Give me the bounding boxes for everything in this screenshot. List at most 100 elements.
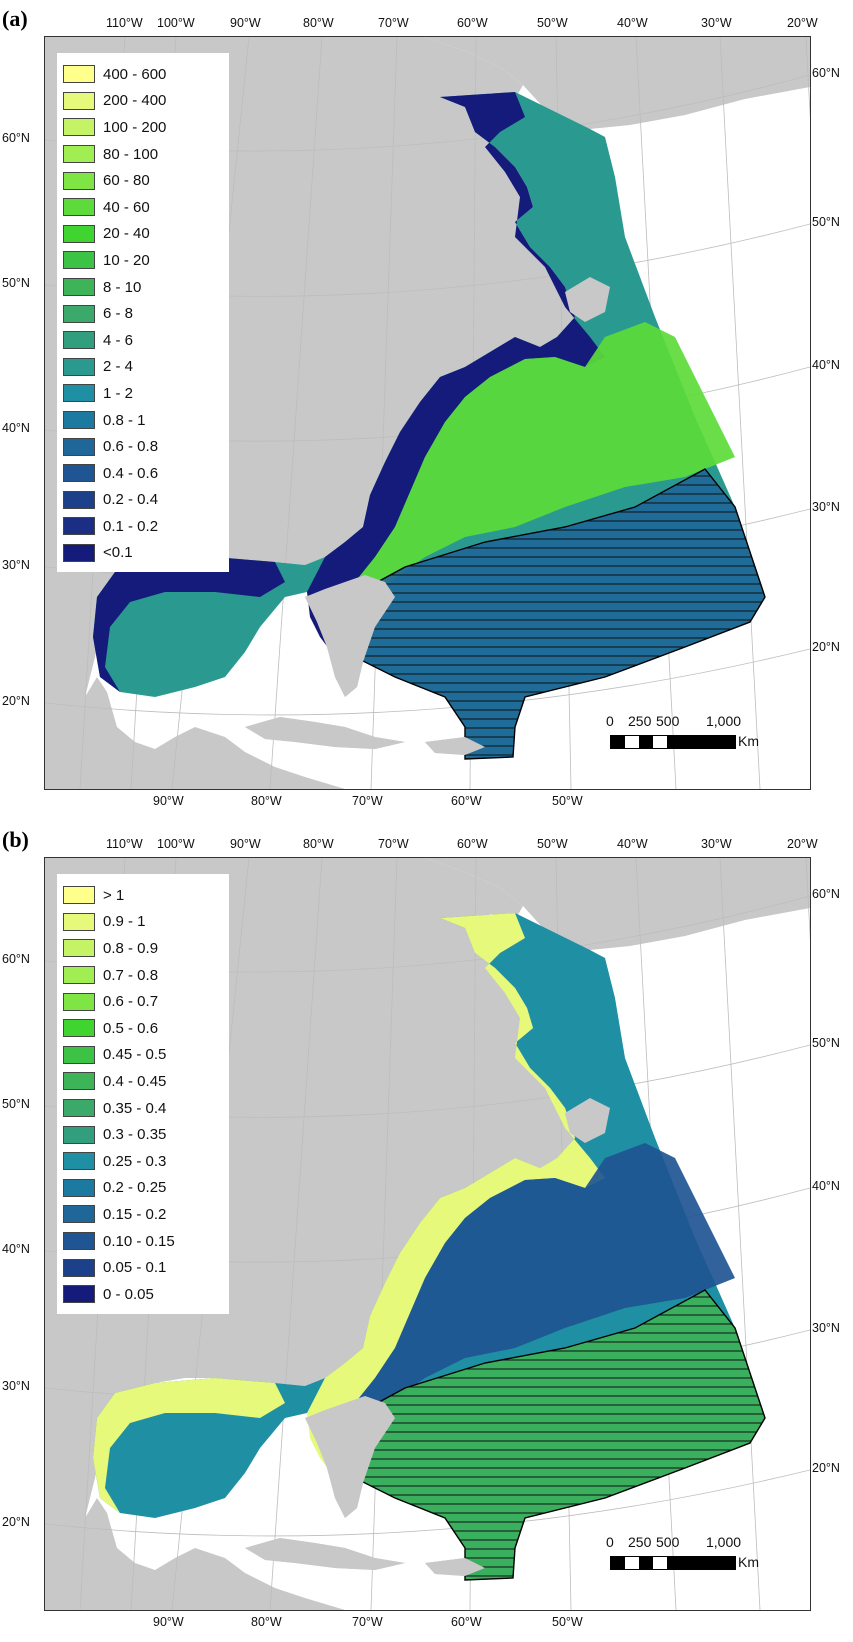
land-cuba-top [245,1538,405,1570]
legend-swatch [63,278,95,297]
legend-item: 0.45 - 0.5 [57,1042,229,1069]
left-lat-tick: 20°N [2,694,30,708]
top-lon-tick: 30°W [701,837,732,851]
legend-label: 400 - 600 [103,65,167,83]
top-lon-tick: 80°W [303,16,334,30]
right-lat-tick: 30°N [812,1321,840,1335]
bottom-lon-tick: 50°W [552,1615,583,1629]
legend-item: 60 - 80 [57,167,229,194]
legend-label: 0.2 - 0.25 [103,1179,167,1197]
legend-swatch [63,1152,95,1171]
legend-swatch [63,517,95,536]
scale-segment [625,1557,639,1569]
legend-item: 0.7 - 0.8 [57,962,229,989]
map-canvas[interactable] [45,37,810,789]
legend-item: 100 - 200 [57,114,229,141]
legend-label: 80 - 100 [103,145,159,163]
land-greenland [425,37,810,129]
legend-swatch [63,1285,95,1304]
bottom-lon-tick: 90°W [153,794,184,808]
top-lon-tick: 50°W [537,837,568,851]
right-lat-tick: 50°N [812,1036,840,1050]
scale-segment [653,1557,667,1569]
land-florida-top [305,1396,395,1518]
shelf-band [307,913,605,1478]
slope-band [355,1143,735,1428]
legend-label: 200 - 400 [103,92,167,110]
land-cuba-top [245,717,405,749]
legend-swatch [63,1099,95,1118]
legend-item: 0.9 - 1 [57,909,229,936]
top-lon-tick: 70°W [378,16,409,30]
legend-item: 10 - 20 [57,247,229,274]
legend-label: 20 - 40 [103,225,150,243]
legend-item: 200 - 400 [57,88,229,115]
legend-item: 0.8 - 1 [57,407,229,434]
legend-swatch [63,966,95,985]
hatched-outline [344,1289,766,1581]
legend-swatch [63,543,95,562]
left-lat-tick: 20°N [2,1515,30,1529]
left-lat-tick: 30°N [2,1379,30,1393]
legend-item: 0.10 - 0.15 [57,1228,229,1255]
legend-item: 0.15 - 0.2 [57,1201,229,1228]
top-lon-tick: 70°W [378,837,409,851]
legend-item: 0.5 - 0.6 [57,1015,229,1042]
legend-swatch [63,411,95,430]
top-lon-tick: 40°W [617,16,648,30]
legend-swatch [63,490,95,509]
land-hispaniola-top [425,737,485,755]
scale-label: 250 [628,713,652,729]
top-lon-tick: 100°W [157,16,195,30]
top-lon-tick: 40°W [617,837,648,851]
legend-swatch [63,118,95,137]
legend-item: 6 - 8 [57,300,229,327]
legend-item: 0.6 - 0.8 [57,433,229,460]
scale-label: 0 [606,713,614,729]
legend-label: 0.2 - 0.4 [103,491,159,509]
scale-segment [625,736,639,748]
left-lat-tick: 50°N [2,276,30,290]
legend-swatch [63,224,95,243]
scale-bar-segments [610,1556,736,1570]
legend-swatch [63,1232,95,1251]
legend-swatch [63,1072,95,1091]
scale-segment [667,1557,735,1569]
legend-swatch [63,437,95,456]
panel-letter: (b) [2,827,29,852]
left-lat-tick: 60°N [2,952,30,966]
legend-swatch [63,464,95,483]
legend-item: 0.35 - 0.4 [57,1095,229,1122]
legend-item: 40 - 60 [57,194,229,221]
legend-label: 0.05 - 0.1 [103,1259,167,1277]
legend-label: 1 - 2 [103,384,134,402]
legend-label: 0.6 - 0.8 [103,438,159,456]
right-lat-tick: 40°N [812,358,840,372]
legend-swatch [63,251,95,270]
scale-segment [653,736,667,748]
left-lat-tick: 50°N [2,1097,30,1111]
legend-label: 10 - 20 [103,251,150,269]
top-lon-tick: 60°W [457,16,488,30]
legend-label: 0.10 - 0.15 [103,1232,175,1250]
legend-label: 0.3 - 0.35 [103,1126,167,1144]
right-lat-tick: 20°N [812,1461,840,1475]
left-lat-tick: 60°N [2,131,30,145]
right-lat-tick: 60°N [812,66,840,80]
legend-item: 0.4 - 0.45 [57,1068,229,1095]
right-lat-tick: 20°N [812,640,840,654]
shelf-band [307,92,605,657]
legend-swatch [63,912,95,931]
scale-segment [639,736,653,748]
legend-item: 1 - 2 [57,380,229,407]
legend-label: 0.8 - 1 [103,411,146,429]
legend-label: 0.1 - 0.2 [103,517,159,535]
legend-item: 0.1 - 0.2 [57,513,229,540]
legend-item: 0.05 - 0.1 [57,1254,229,1281]
